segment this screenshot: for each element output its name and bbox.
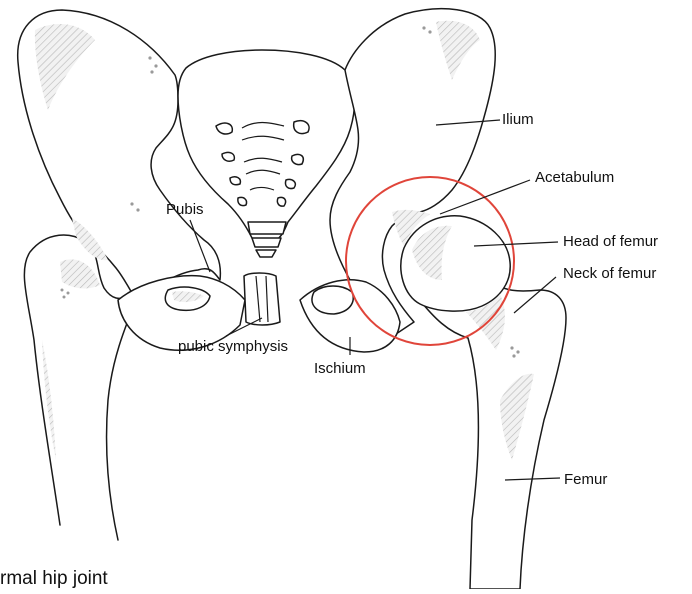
right-femur [401,216,566,589]
label-acetabulum: Acetabulum [535,169,614,186]
label-pubis: Pubis [166,201,204,218]
diagram-caption: rmal hip joint [0,568,108,589]
left-femur [24,235,136,540]
label-ilium: Ilium [502,111,534,128]
label-femur: Femur [564,471,607,488]
label-head-of-femur: Head of femur [563,233,658,250]
pubic-symphysis [244,273,280,325]
label-neck-of-femur: Neck of femur [563,265,656,282]
label-pubic-symphysis: pubic symphysis [178,338,288,355]
label-ischium: Ischium [314,360,366,377]
sacrum [178,50,355,257]
